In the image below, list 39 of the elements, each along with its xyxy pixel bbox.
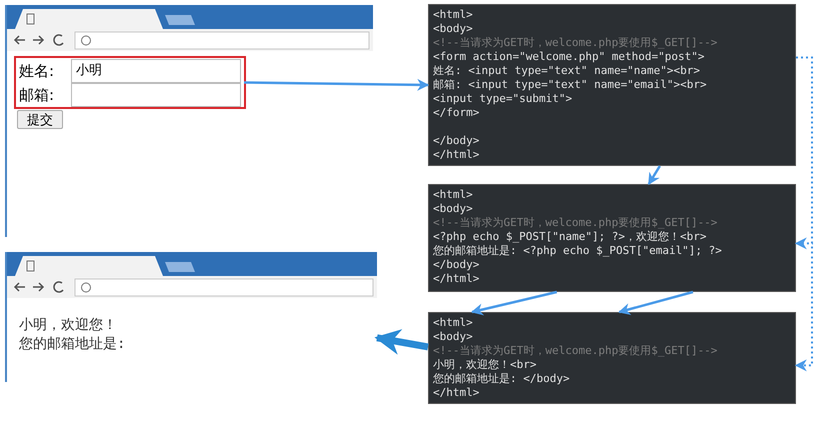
- code-line: 您的邮箱地址是: <?php echo $_POST["email"]; ?>: [433, 244, 723, 258]
- code-panel: [428, 312, 796, 404]
- arrow: [794, 56, 813, 372]
- submit-button: 提交: [17, 110, 63, 129]
- code-comment: <!--当请求为GET时，welcome.php要使用$_GET[]-->: [433, 36, 718, 50]
- code-line: </body>: [433, 134, 480, 148]
- page-text: 小明，欢迎您！: [19, 316, 117, 334]
- code-line: </html>: [433, 148, 480, 162]
- code-comment: <!--当请求为GET时，welcome.php要使用$_GET[]-->: [433, 344, 718, 358]
- code-line: <form action="welcome.php" method="post">: [433, 50, 706, 64]
- code-panel: [428, 184, 796, 292]
- code-panel: [428, 4, 796, 166]
- code-line: <body>: [433, 22, 474, 36]
- field-label: 邮箱:: [19, 85, 54, 106]
- arrow: [374, 329, 429, 355]
- code-line: 姓名: <input type="text" name="name"><br>: [433, 64, 702, 78]
- code-line: <input type="submit">: [433, 92, 574, 106]
- input-field: 小明: [71, 59, 241, 83]
- code-line: <html>: [433, 8, 474, 22]
- code-line: <body>: [433, 202, 474, 216]
- code-line: <body>: [433, 330, 474, 344]
- form-highlight-box: [14, 56, 246, 109]
- code-line: 邮箱: <input type="text" name="email"><br>: [433, 78, 708, 92]
- arrow: [471, 290, 558, 316]
- code-line: </body>: [433, 258, 480, 272]
- code-line: </html>: [433, 272, 480, 286]
- code-line: <?php echo $_POST["name"]; ?>，欢迎您！<br>: [433, 230, 708, 244]
- arrow: [244, 78, 430, 91]
- code-line: 您的邮箱地址是: </body>: [433, 372, 571, 386]
- code-line: </form>: [433, 106, 480, 120]
- code-line: </html>: [433, 386, 480, 400]
- arrow: [618, 290, 694, 315]
- code-line: 小明，欢迎您！<br>: [433, 358, 538, 372]
- code-line: <html>: [433, 188, 474, 202]
- page-text: 您的邮箱地址是:: [19, 335, 126, 353]
- code-comment: <!--当请求为GET时，welcome.php要使用$_GET[]-->: [433, 216, 718, 230]
- field-label: 姓名:: [19, 61, 54, 82]
- arrow: [648, 165, 661, 186]
- code-line: <html>: [433, 316, 474, 330]
